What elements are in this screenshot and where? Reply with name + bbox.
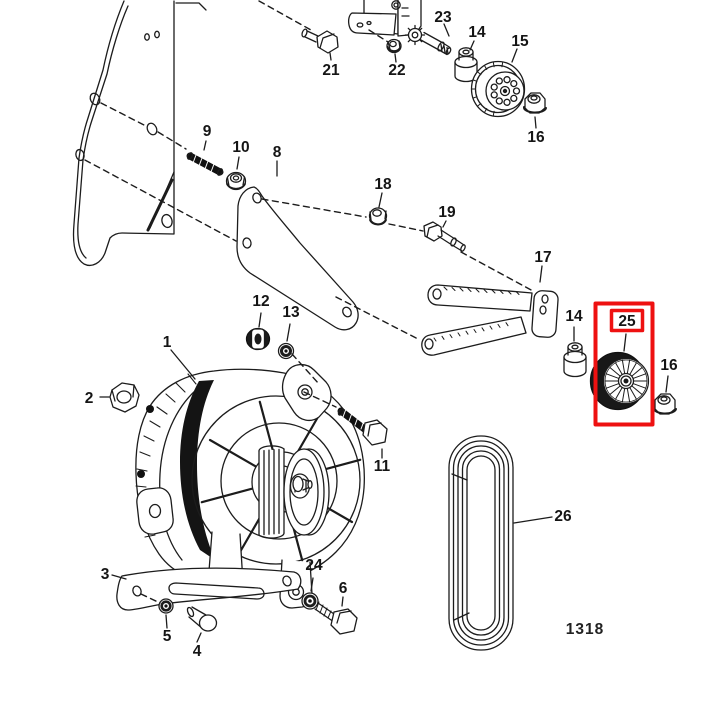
belt-26 (448, 435, 553, 651)
callout-17[interactable]: 17 (534, 249, 551, 266)
bushing-14-upper (454, 47, 478, 83)
bolt-19 (423, 220, 466, 252)
callout-1[interactable]: 1 (163, 334, 172, 351)
callout-16-lower[interactable]: 16 (660, 357, 678, 374)
bolt-6 (314, 596, 358, 635)
callout-14-upper[interactable]: 14 (468, 24, 486, 41)
callout-10[interactable]: 10 (232, 139, 249, 156)
washer-24 (301, 577, 319, 610)
washer-13 (277, 323, 295, 360)
callout-3[interactable]: 3 (101, 566, 110, 583)
leader-16-upper (534, 116, 537, 129)
callout-19[interactable]: 19 (438, 204, 456, 221)
idler-pulley-25[interactable] (589, 333, 650, 411)
drawing-number: 1318 (566, 621, 604, 638)
stud-9 (186, 140, 224, 176)
alternator (135, 349, 365, 609)
washer-5 (158, 598, 174, 629)
callout-25-highlighted[interactable]: 25 (618, 313, 636, 330)
nut-22 (386, 38, 402, 63)
callout-24[interactable]: 24 (305, 557, 323, 574)
callout-15[interactable]: 15 (511, 33, 529, 50)
nut-2 (99, 382, 140, 413)
leader-14-upper (469, 40, 475, 51)
highlight-box (593, 301, 655, 427)
nut-16-lower (652, 393, 677, 415)
stud-23 (404, 23, 452, 56)
callout-8[interactable]: 8 (273, 144, 282, 161)
callout-16-upper[interactable]: 16 (527, 129, 545, 146)
assembly-dashed-lines (84, 0, 534, 604)
callout-23[interactable]: 23 (434, 9, 452, 26)
callout-11[interactable]: 11 (374, 458, 391, 475)
callout-labels: 1 2 3 4 5 6 8 9 10 11 12 13 14 14 15 16 … (85, 9, 678, 660)
nut-10 (225, 156, 247, 191)
callout-13[interactable]: 13 (282, 304, 300, 321)
callout-4[interactable]: 4 (193, 643, 202, 660)
nut-12 (245, 312, 271, 351)
callout-6[interactable]: 6 (339, 580, 348, 597)
callout-14-lower[interactable]: 14 (565, 308, 583, 325)
leader-16-lower (665, 375, 669, 393)
callout-21[interactable]: 21 (322, 62, 340, 79)
callout-2[interactable]: 2 (85, 390, 94, 407)
bushing-14-lower (563, 342, 587, 378)
callout-22[interactable]: 22 (388, 62, 405, 79)
bolt-11 (337, 407, 388, 459)
callout-26[interactable]: 26 (554, 508, 572, 525)
bracket-17 (421, 265, 559, 356)
nut-16-upper (522, 92, 547, 114)
bolt-4 (186, 606, 218, 643)
highlight-outer-box (593, 301, 655, 427)
callout-5[interactable]: 5 (163, 628, 172, 645)
callout-9[interactable]: 9 (203, 123, 212, 140)
bolt-21 (301, 28, 339, 61)
callout-18[interactable]: 18 (374, 176, 392, 193)
mount-bracket-plate (72, 0, 207, 267)
nut-18 (368, 192, 388, 226)
bracket-8 (236, 160, 359, 331)
highlight-label-box (609, 308, 645, 333)
bracket-3 (111, 567, 302, 611)
callout-12[interactable]: 12 (252, 293, 269, 310)
pulley-15 (470, 48, 526, 118)
